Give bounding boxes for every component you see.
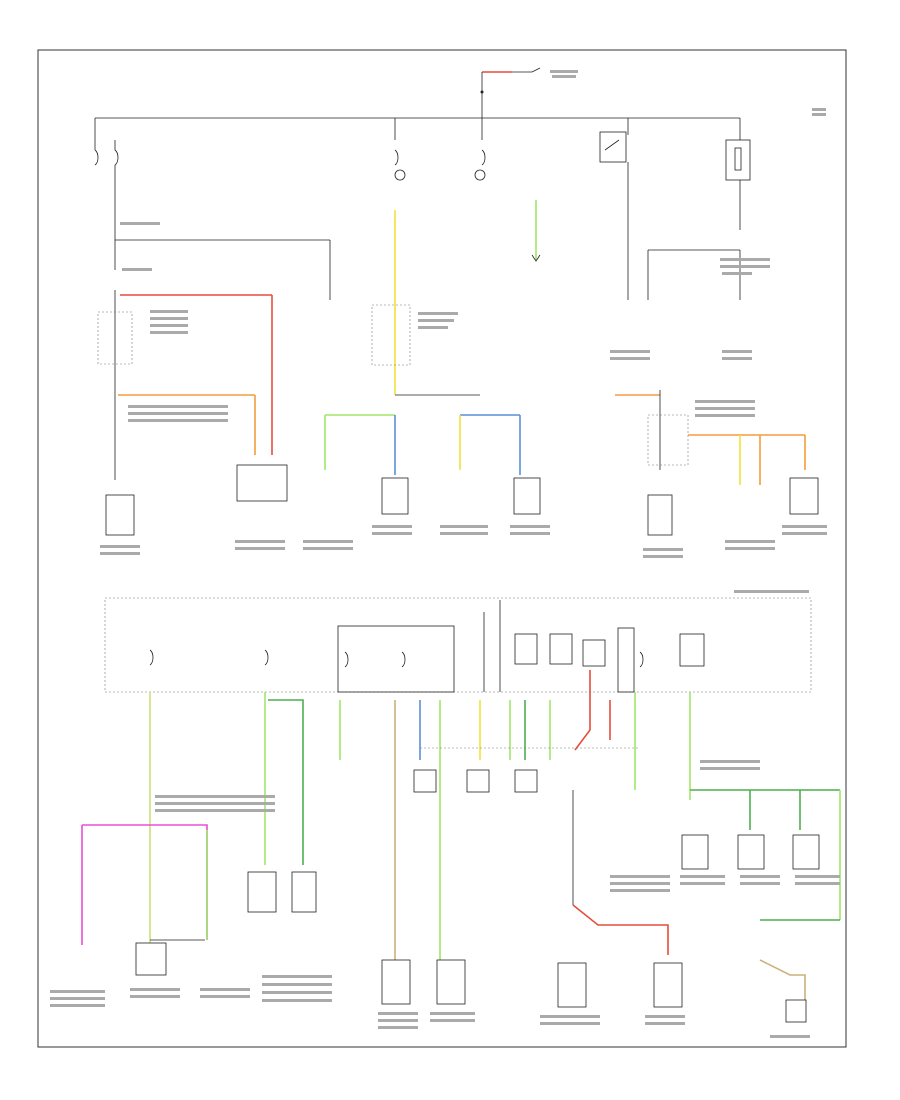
sensor-left xyxy=(105,494,135,536)
component-center-1 xyxy=(381,477,409,515)
junction-box xyxy=(104,597,812,693)
junction-inner xyxy=(337,625,455,693)
illegible-labels xyxy=(50,70,840,1038)
diagram-frame xyxy=(37,49,847,1048)
fuse-block-top-mid xyxy=(394,149,486,181)
central-junction-module xyxy=(371,304,411,366)
relay-right-cluster xyxy=(647,414,689,466)
component-right-1 xyxy=(789,477,819,515)
module-transmission-range xyxy=(236,464,288,502)
relay-top-1 xyxy=(599,131,627,163)
fuse-box-left xyxy=(97,311,133,365)
component-right-2 xyxy=(647,494,673,536)
fuse-block-top-left xyxy=(94,140,119,215)
ignition-switch xyxy=(480,67,541,118)
component-center-2 xyxy=(513,477,541,515)
